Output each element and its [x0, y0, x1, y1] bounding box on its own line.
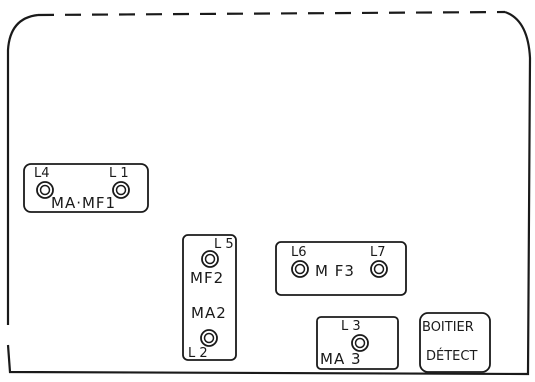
coil-label-l4: L4	[34, 166, 50, 181]
module-label-mf3: M F3	[315, 262, 355, 280]
module-mf3: L6 L7 M F3	[275, 241, 407, 296]
coil-l6-icon	[291, 260, 309, 278]
coil-label-l7: L7	[370, 245, 386, 260]
boitier-label-line2: DÉTECT	[426, 348, 477, 364]
coil-label-l2: L 2	[188, 346, 208, 361]
module-mf2-ma2: L 5 MF2 MA2 L 2	[182, 234, 237, 361]
coil-label-l5: L 5	[214, 237, 234, 252]
module-label-ma3: MA 3	[320, 350, 362, 368]
chassis-outline	[6, 10, 532, 376]
boitier-label-line1: BOITIER	[422, 320, 474, 335]
coil-label-l3: L 3	[341, 319, 361, 334]
module-ma3: L 3 MA 3	[316, 316, 399, 370]
module-label-mamf1: MA·MF1	[51, 194, 116, 212]
coil-l7-icon	[370, 260, 388, 278]
module-label-mf2: MF2	[190, 269, 224, 287]
coil-label-l6: L6	[291, 245, 307, 260]
coil-l1-icon	[112, 181, 130, 199]
module-mamf1: L4 L 1 MA·MF1	[23, 163, 149, 213]
coil-l3-icon	[351, 334, 369, 352]
module-label-ma2: MA2	[191, 304, 227, 322]
coil-l5-icon	[201, 250, 219, 268]
module-boitier-detect: BOITIER DÉTECT	[419, 312, 491, 373]
coil-l2-icon	[200, 329, 218, 347]
coil-l4-icon	[36, 181, 54, 199]
coil-label-l1: L 1	[109, 166, 129, 181]
